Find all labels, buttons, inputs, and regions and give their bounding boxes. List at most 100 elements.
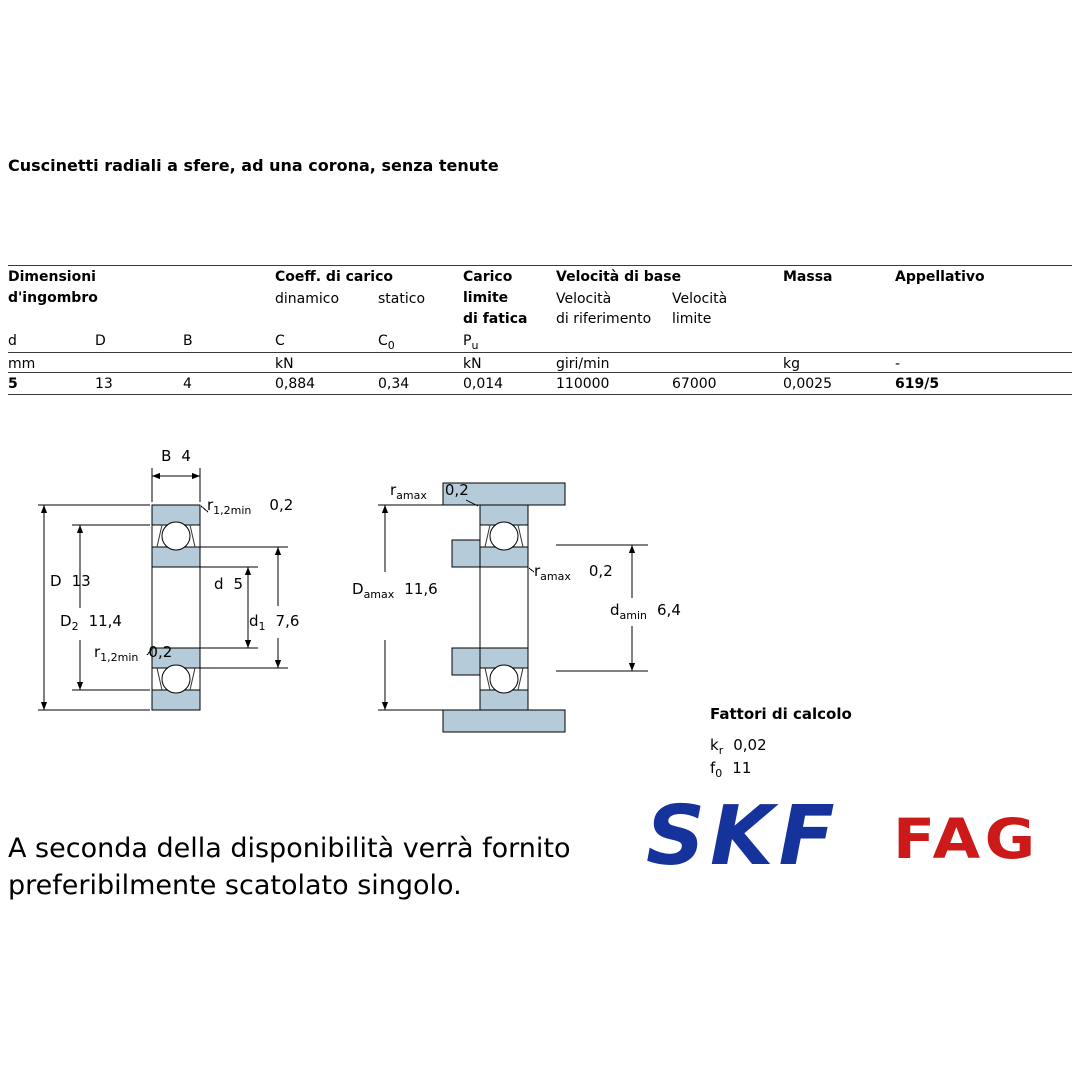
value-d: 5 <box>8 376 18 392</box>
dim-D2-symbol: D <box>60 612 72 630</box>
symbol-Pu: Pu <box>463 333 478 353</box>
ball-bottom <box>161 664 191 694</box>
dim-Damax-value: 11,6 <box>404 580 438 598</box>
col-header-vel-rif-2: di riferimento <box>556 311 652 327</box>
table-rule-units <box>8 372 1072 373</box>
dim-d1-sub: 1 <box>258 620 266 633</box>
symbol-C0-base: C <box>378 333 388 349</box>
col-header-coeff-carico: Coeff. di carico <box>275 269 393 285</box>
unit-dash: - <box>895 356 901 372</box>
factor-kr-value: 0,02 <box>733 736 767 754</box>
value-D: 13 <box>95 376 113 392</box>
col-header-appellativo: Appellativo <box>895 269 985 285</box>
diagram-right-dimension-lines <box>378 499 648 711</box>
unit-kg: kg <box>783 356 800 372</box>
col-header-ingombro: d'ingombro <box>8 290 98 306</box>
fattori-title: Fattori di calcolo <box>710 705 852 723</box>
dim-label-r12min-top: r1,2min 0,2 <box>207 496 293 517</box>
dim-r-symbol: r <box>94 643 101 661</box>
table-rule-symbols <box>8 352 1072 353</box>
factor-kr-sub: r <box>718 744 724 757</box>
dim-ramax-symbol: r <box>390 481 397 499</box>
value-vel-rif: 110000 <box>556 376 610 392</box>
unit-kn-fat: kN <box>463 356 482 372</box>
col-header-carico: Carico <box>463 269 513 285</box>
value-B: 4 <box>183 376 192 392</box>
col-header-vel-lim-2: limite <box>672 311 712 327</box>
dim-d1-value: 7,6 <box>275 612 300 630</box>
dim-D2-sub: 2 <box>71 620 79 633</box>
col-header-di-fatica: di fatica <box>463 311 528 327</box>
shaft-shoulder-top <box>451 539 481 568</box>
col-header-dimensioni: Dimensioni <box>8 269 96 285</box>
unit-mm: mm <box>8 356 36 372</box>
value-appellativo: 619/5 <box>895 376 940 392</box>
col-header-statico: statico <box>378 291 426 307</box>
availability-text-line2: preferibilmente scatolato singolo. <box>8 870 462 901</box>
col-header-dinamico: dinamico <box>275 291 340 307</box>
housing-shoulder-bottom <box>442 709 566 733</box>
col-header-vel-lim-1: Velocità <box>672 291 728 307</box>
symbol-d: d <box>8 333 17 349</box>
dim-damin-value: 6,4 <box>657 601 681 619</box>
value-C0: 0,34 <box>378 376 410 392</box>
dim-label-d1: d1 7,6 <box>249 612 299 633</box>
dim-r-symbol: r <box>207 496 214 514</box>
col-header-velocita-base: Velocità di base <box>556 269 682 285</box>
diagram-left-dimension-lines <box>38 468 288 711</box>
symbol-C0-sub: 0 <box>387 338 395 352</box>
factor-f0-sub: 0 <box>715 767 723 780</box>
table-rule-bottom <box>8 394 1072 395</box>
dim-B-value: 4 <box>181 447 191 465</box>
dim-D-value: 13 <box>71 572 91 590</box>
col-header-massa: Massa <box>783 269 833 285</box>
value-vel-lim: 67000 <box>672 376 717 392</box>
dim-damin-symbol: d <box>610 601 620 619</box>
fag-logo: FAG <box>893 807 1040 871</box>
dim-ramax-sub: amax <box>396 489 427 502</box>
dim-r-sub: 1,2min <box>213 504 252 517</box>
dim-ramax-value: 0,2 <box>588 562 613 580</box>
dim-d-symbol: d <box>214 575 224 593</box>
symbol-Pu-sub: u <box>471 338 479 352</box>
dim-ramax-value: 0,2 <box>444 481 469 499</box>
diagram-left-bearing-section <box>151 504 201 711</box>
dim-d-value: 5 <box>233 575 244 593</box>
col-header-limite: limite <box>463 290 509 306</box>
value-massa: 0,0025 <box>783 376 832 392</box>
dim-label-D: D 13 <box>50 572 91 590</box>
symbol-D: D <box>95 333 106 349</box>
dim-D2-value: 11,4 <box>88 612 122 630</box>
unit-giri-min: giri/min <box>556 356 610 372</box>
dim-r-value: 0,2 <box>269 496 294 514</box>
table-rule-top <box>8 265 1072 266</box>
dim-label-ramax-top: ramax 0,2 <box>390 481 469 502</box>
dim-D-symbol: D <box>50 572 62 590</box>
ball-top <box>489 521 519 551</box>
availability-text-line1: A seconda della disponibilità verrà forn… <box>8 833 571 864</box>
value-C: 0,884 <box>275 376 316 392</box>
ball-top <box>161 521 191 551</box>
dim-r-sub: 1,2min <box>100 651 139 664</box>
value-Pu: 0,014 <box>463 376 504 392</box>
diagram-right-bearing-section <box>442 482 566 733</box>
factor-f0-value: 11 <box>732 759 752 777</box>
dim-label-D2: D2 11,4 <box>60 612 122 633</box>
dim-Damax-symbol: D <box>352 580 364 598</box>
dim-Damax-sub: amax <box>363 588 395 601</box>
dim-ramax-sub: amax <box>540 570 571 583</box>
dim-d1-symbol: d <box>249 612 259 630</box>
symbol-Pu-base: P <box>463 333 472 349</box>
page-title: Cuscinetti radiali a sfere, ad una coron… <box>8 156 499 175</box>
col-header-vel-rif-1: Velocità <box>556 291 612 307</box>
skf-logo: SKF <box>646 789 840 884</box>
